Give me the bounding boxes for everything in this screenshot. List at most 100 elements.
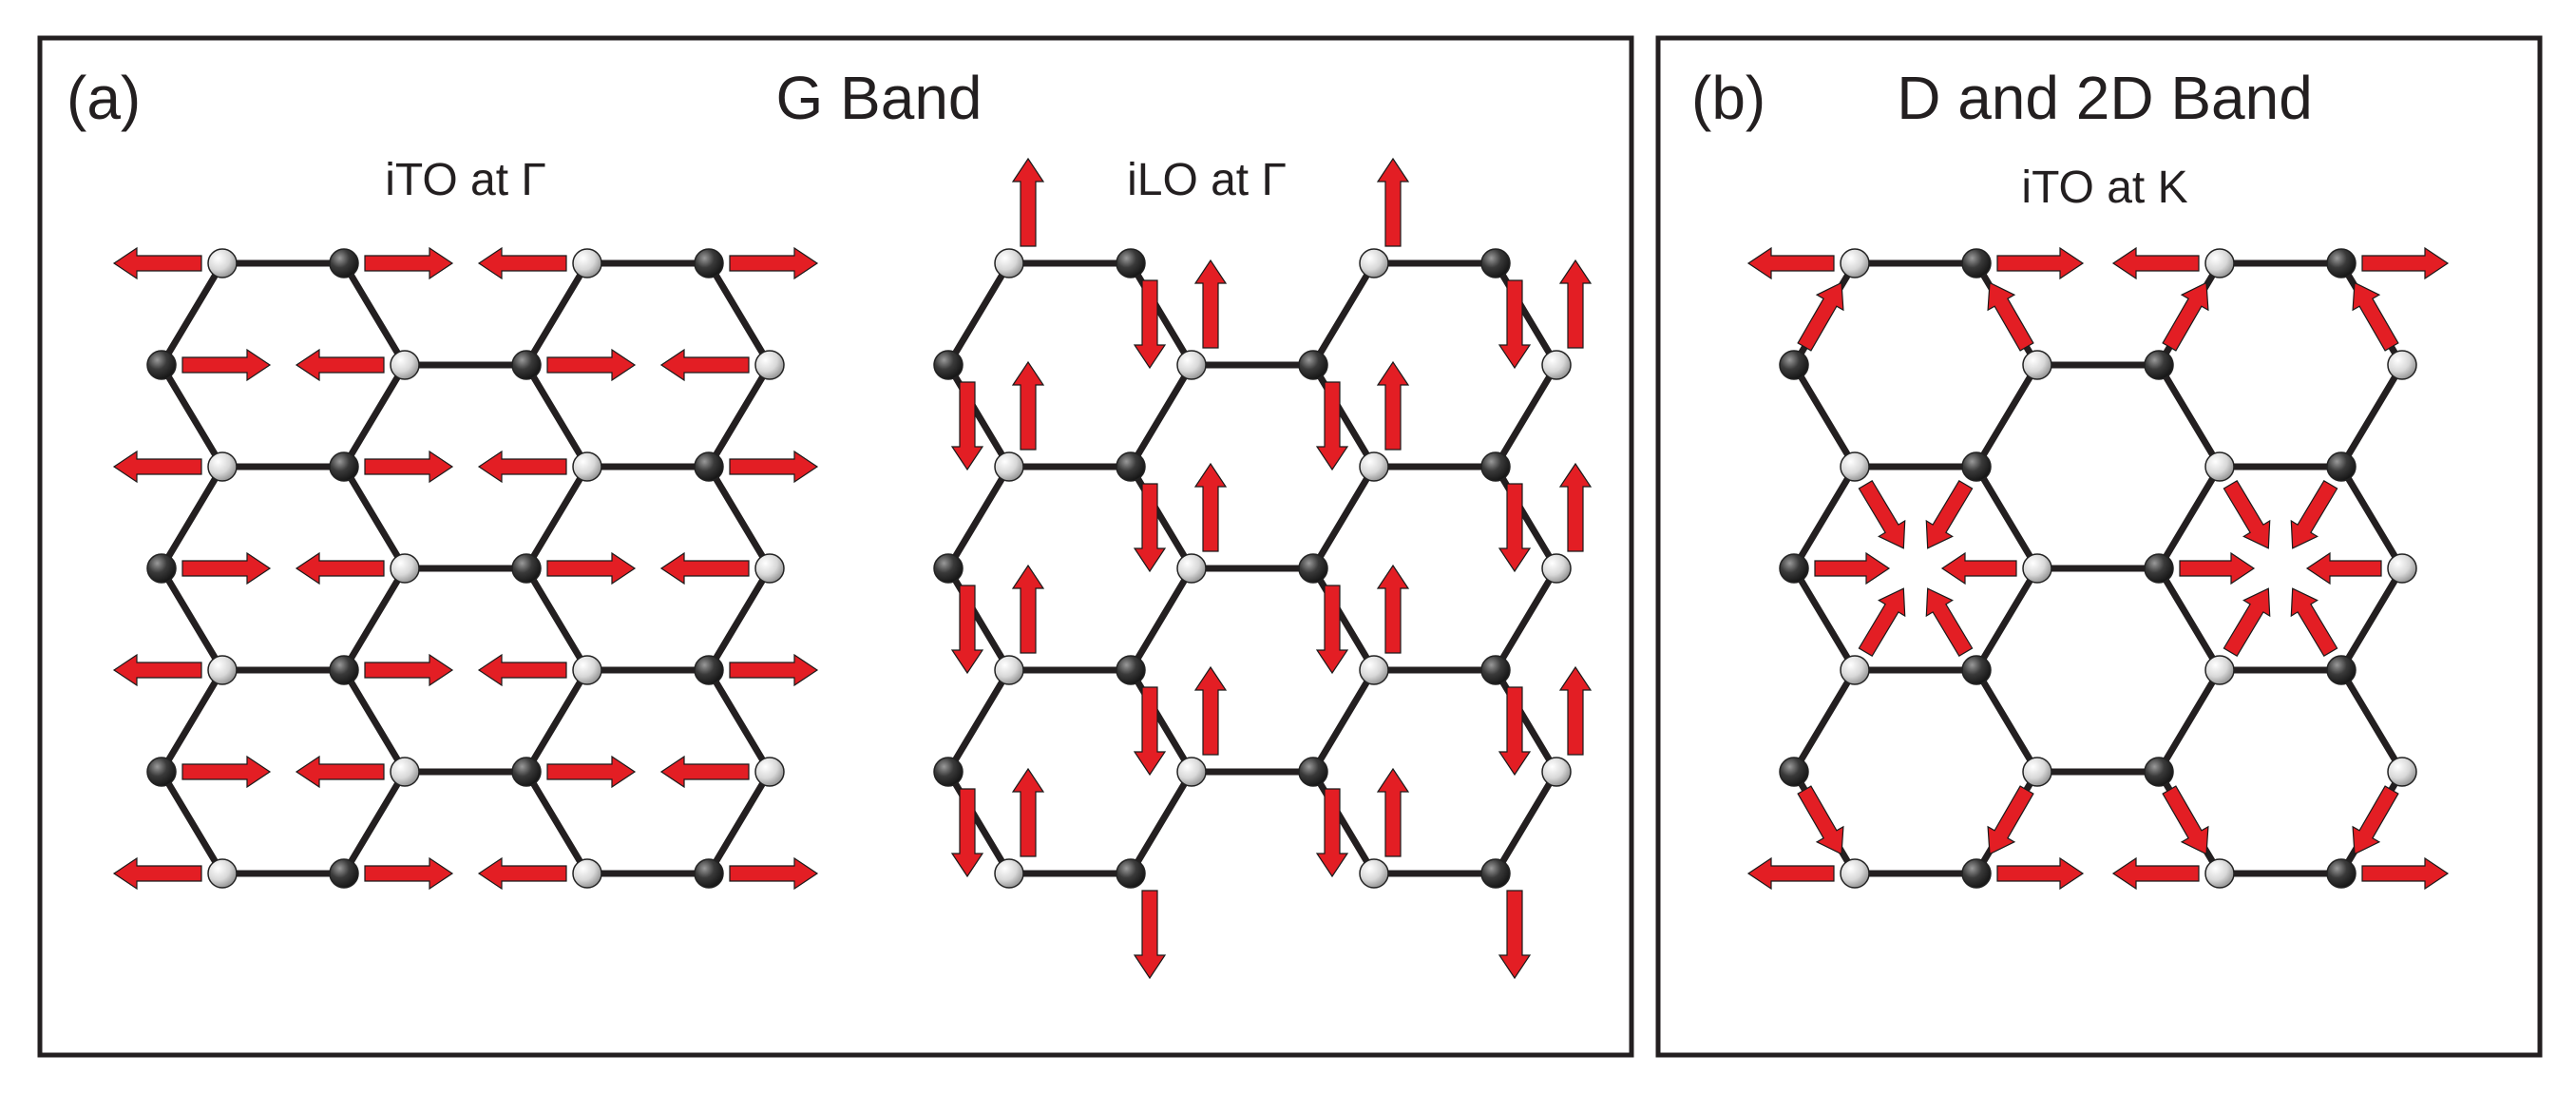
bond (1790, 565, 1859, 674)
carbon-atom-light (2204, 655, 2235, 685)
displacement-arrow (1315, 381, 1349, 471)
carbon-atom-light (2022, 553, 2052, 584)
panel-a-letter: (a) (67, 64, 141, 132)
carbon-atom-dark (1116, 858, 1146, 889)
subplot-ilo-gamma-title: iLO at Γ (1127, 155, 1287, 205)
displacement-arrow (2290, 587, 2338, 658)
displacement-arrow (1746, 856, 1835, 891)
displacement-arrow (950, 788, 984, 878)
carbon-atom-light (754, 350, 785, 380)
displacement-arrow (181, 755, 272, 789)
bond (523, 565, 591, 674)
bond (705, 565, 773, 674)
carbon-atom-light (2387, 757, 2417, 787)
carbon-atom-dark (2144, 350, 2174, 380)
bond (523, 768, 591, 877)
carbon-atom-light (994, 451, 1024, 482)
carbon-atom-dark (1961, 858, 1992, 889)
displacement-arrow (1498, 483, 1532, 573)
displacement-arrow (1193, 462, 1228, 552)
carbon-atom-light (207, 248, 238, 278)
displacement-arrows (1746, 246, 2450, 891)
displacement-arrow (1498, 890, 1532, 980)
displacement-arrow (1376, 564, 1410, 654)
carbon-atom-light (994, 858, 1024, 889)
displacement-arrow (477, 246, 567, 280)
carbon-atom-light (1541, 553, 1572, 584)
carbon-atom-dark (1298, 350, 1328, 380)
carbon-atom-dark (1779, 350, 1809, 380)
bond (523, 361, 591, 470)
carbon-atom-dark (1779, 553, 1809, 584)
carbon-atom-light (390, 757, 420, 787)
bond (1127, 565, 1195, 674)
displacement-arrow (1011, 767, 1045, 857)
carbon-atom-light (1359, 655, 1389, 685)
carbon-atom-dark (1116, 655, 1146, 685)
carbon-atom-light (1176, 553, 1207, 584)
bond (1127, 463, 1195, 572)
displacement-arrow (2352, 785, 2399, 855)
bond (1973, 666, 2041, 776)
displacement-arrow (295, 755, 385, 789)
carbon-atom-dark (511, 350, 542, 380)
displacement-arrow (1498, 279, 1532, 370)
carbon-atom-light (390, 350, 420, 380)
bond (1492, 259, 1560, 369)
carbon-atom-dark (146, 757, 177, 787)
bond (705, 666, 773, 776)
subplot-ito-gamma-title: iTO at Γ (385, 155, 546, 205)
panel-a-title: G Band (775, 64, 982, 132)
bond (158, 565, 226, 674)
displacement-arrow (112, 450, 202, 484)
displacement-arrow (1011, 360, 1045, 451)
carbon-atom-dark (694, 655, 724, 685)
carbon-atom-light (754, 757, 785, 787)
displacement-arrow (1558, 665, 1593, 756)
panel-b-frame (1655, 35, 2543, 1058)
displacement-arrow (2361, 856, 2450, 891)
displacement-arrow (1940, 551, 2017, 585)
carbon-atom-light (2204, 858, 2235, 889)
bond (1492, 666, 1560, 776)
displacement-arrow (1376, 157, 1410, 247)
displacement-arrow (1814, 551, 1891, 585)
carbon-atom-dark (1779, 757, 1809, 787)
displacement-arrow (1011, 157, 1045, 247)
displacement-arrow (729, 653, 819, 687)
carbon-atom-light (2387, 553, 2417, 584)
displacement-arrow (2352, 281, 2399, 352)
displacement-arrow (1558, 259, 1593, 349)
carbon-atom-dark (146, 553, 177, 584)
displacement-arrow (2305, 551, 2382, 585)
carbon-atom-light (754, 553, 785, 584)
bond (340, 768, 409, 877)
ito-k-lattice (1746, 246, 2450, 891)
carbon-atom-light (1541, 350, 1572, 380)
bond (705, 259, 773, 369)
bond (2337, 463, 2406, 572)
carbon-atom-dark (511, 553, 542, 584)
carbon-atom-light (2022, 350, 2052, 380)
displacement-arrow (950, 585, 984, 675)
carbon-atom-light (1840, 451, 1870, 482)
bond (1309, 463, 1378, 572)
bond (340, 259, 409, 369)
carbon-atom-light (1541, 757, 1572, 787)
bond (523, 259, 591, 369)
displacement-arrow (1193, 665, 1228, 756)
bond (523, 463, 591, 572)
displacement-arrow (1925, 479, 1974, 549)
carbon-atom-light (572, 248, 602, 278)
bond (158, 666, 226, 776)
bond (945, 361, 1013, 470)
lattice-atoms (1779, 248, 2417, 889)
lattice-bonds (158, 259, 773, 877)
carbon-atom-dark (1298, 553, 1328, 584)
bond (705, 768, 773, 877)
displacement-arrow (477, 856, 567, 891)
displacement-arrow (1797, 281, 1844, 352)
carbon-atom-dark (1961, 655, 1992, 685)
carbon-atom-dark (146, 350, 177, 380)
